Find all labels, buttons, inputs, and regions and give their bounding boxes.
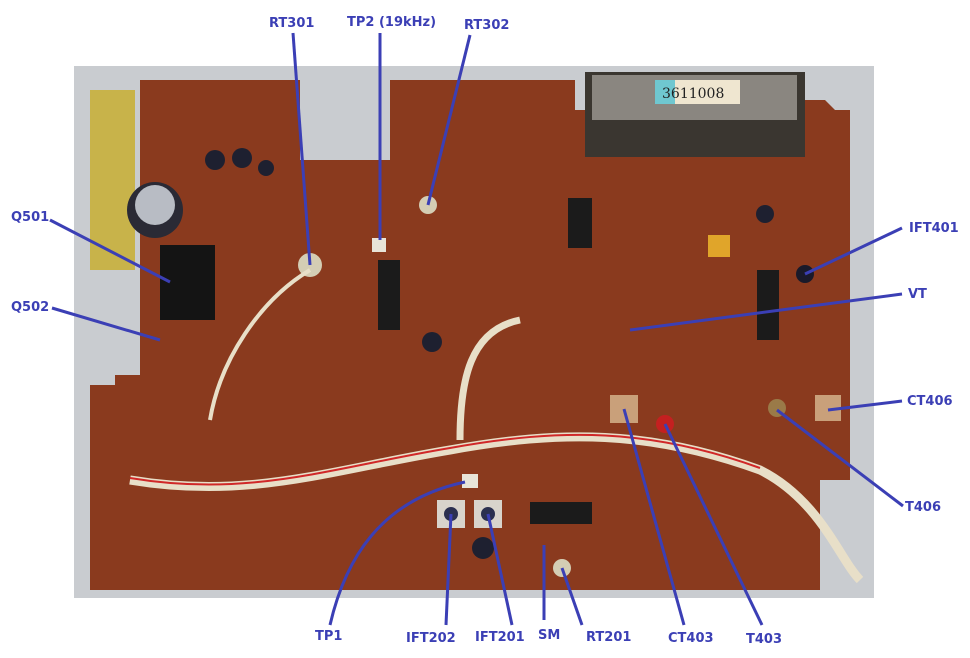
- label-ift201: IFT201: [475, 630, 525, 645]
- white-wire: [208, 268, 312, 421]
- label-rt201: RT201: [586, 630, 632, 645]
- capacitor-top: [135, 185, 175, 225]
- ift401-can: [708, 235, 730, 257]
- ic-chip: [378, 260, 400, 330]
- sticker-tab: [655, 80, 675, 104]
- ct403-leader: [622, 408, 686, 626]
- module-sticker-text: 3611008: [662, 86, 724, 102]
- label-t406: T406: [905, 500, 942, 515]
- tp2-connector: [372, 238, 386, 252]
- capacitor: [422, 332, 442, 352]
- ic-chip: [568, 198, 592, 248]
- label-rt301: RT301: [269, 16, 315, 31]
- ct406-leader: [827, 399, 903, 412]
- capacitor: [756, 205, 774, 223]
- ribbon-harness: [129, 432, 864, 584]
- ift202-leader: [444, 513, 453, 626]
- rt301-leader: [291, 32, 312, 266]
- rt302-leader: [426, 34, 472, 206]
- vt-leader: [629, 292, 903, 332]
- power-transformer: [90, 90, 135, 270]
- rt201-leader: [560, 567, 584, 626]
- capacitor: [205, 150, 225, 170]
- label-vt: VT: [908, 287, 927, 302]
- tp1-connector: [462, 474, 478, 488]
- label-tp1: TP1: [315, 629, 343, 644]
- harness-red-wire: [129, 433, 761, 486]
- capacitor: [232, 148, 252, 168]
- callout-lines: [49, 32, 904, 626]
- label-ift202: IFT202: [406, 631, 456, 646]
- t403-leader: [663, 423, 764, 626]
- ift401-leader: [804, 226, 903, 276]
- q501-leader: [49, 218, 171, 284]
- capacitor: [472, 537, 494, 559]
- tp1-leader: [328, 480, 466, 626]
- circuit-board: [90, 80, 850, 590]
- label-ct403: CT403: [668, 631, 714, 646]
- q502-leader: [51, 306, 161, 342]
- capacitor: [258, 160, 274, 176]
- label-tp2: TP2 (19kHz): [347, 15, 437, 30]
- label-q501: Q501: [11, 210, 50, 225]
- label-rt302: RT302: [464, 18, 510, 33]
- ribbon-harness-2: [456, 316, 521, 441]
- label-q502: Q502: [11, 300, 50, 315]
- label-ift401: IFT401: [909, 221, 959, 236]
- ift201-leader: [486, 513, 514, 626]
- label-t403: T403: [746, 632, 783, 647]
- board-cutout: [300, 80, 390, 160]
- label-ct406: CT406: [907, 394, 953, 409]
- label-sm: SM: [538, 628, 561, 643]
- t406-leader: [776, 408, 904, 508]
- ic-chip: [530, 502, 592, 524]
- ic-chip: [757, 270, 779, 340]
